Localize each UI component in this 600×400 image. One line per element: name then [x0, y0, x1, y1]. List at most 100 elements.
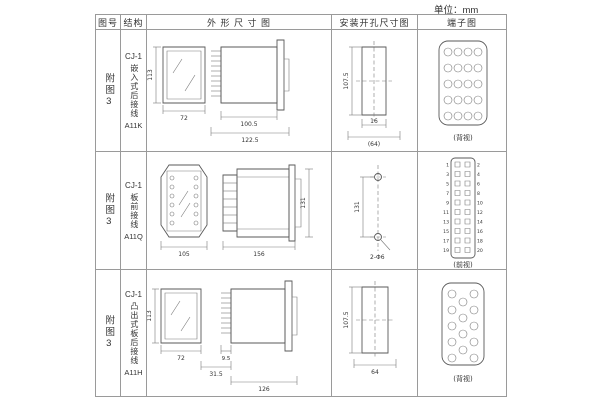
header-outline: 外 形 尺 寸 图	[146, 14, 332, 30]
structure-cell: CJ-1 嵌入式后接线 A11K	[120, 29, 147, 152]
side-view	[223, 165, 301, 241]
terminal-view-label: (前视)	[453, 260, 473, 269]
header-structure: 结构	[120, 14, 147, 30]
dim-64-ref: (64)	[368, 141, 380, 148]
svg-text:8: 8	[477, 191, 480, 197]
svg-text:9: 9	[446, 200, 449, 206]
dim-107-5: 107.5	[343, 311, 350, 328]
model-code: A11H	[124, 367, 143, 377]
table-header-row: 图号 结构 外 形 尺 寸 图 安装开孔尺寸图 端子图	[95, 14, 507, 30]
terminal-drawing-a11h: (背视)	[418, 271, 505, 383]
svg-text:3: 3	[446, 172, 449, 178]
svg-text:16: 16	[477, 229, 483, 235]
dim-113: 113	[147, 310, 153, 322]
header-fig: 图号	[95, 14, 121, 30]
dimension-front-width: 72	[163, 105, 205, 122]
model-label: CJ-1	[125, 51, 142, 61]
dimension-side-width: 100.5	[221, 111, 277, 128]
front-view	[161, 289, 201, 343]
figure-number: 附图3	[103, 72, 115, 109]
outline-drawing-a11q-cell: 105	[146, 151, 332, 270]
dimension-front-width: 105	[161, 241, 207, 258]
mounting-drawing-a11k: 107.5 16 (64)	[343, 31, 416, 148]
figure-number-cell: 附图3	[95, 151, 121, 270]
dimension-mount-width: 64	[354, 359, 396, 376]
mounting-drawing-a11h-cell: 107.5 64	[331, 269, 418, 397]
outline-drawing-a11q: 105	[147, 153, 331, 258]
svg-text:18: 18	[477, 238, 483, 244]
dimension-depth: 31.5	[201, 361, 231, 378]
header-mounting: 安装开孔尺寸图	[331, 14, 418, 30]
figure-number-cell: 附图3	[95, 29, 121, 152]
svg-text:1: 1	[446, 162, 449, 168]
dimension-mount-height: 107.5	[343, 47, 362, 115]
dimension-side-height: 131	[300, 169, 313, 237]
dim-126: 126	[258, 386, 270, 393]
dimension-hole-spacing: 131	[354, 177, 374, 237]
dim-156: 156	[253, 251, 265, 258]
dimension-slot-width: 16	[362, 118, 386, 128]
side-view	[211, 40, 289, 110]
structure-cell: CJ-1 凸出式板后接线 A11H	[120, 269, 147, 397]
svg-text:11: 11	[443, 210, 449, 216]
dimension-front-height: 113	[147, 289, 159, 343]
dimension-overall-width: 122.5	[211, 127, 289, 144]
dim-9-5: 9.5	[222, 356, 231, 362]
dim-64: 64	[371, 369, 379, 376]
mounting-drawing-a11q-cell: 131 2-Φ6	[331, 151, 418, 270]
figure-number: 附图3	[103, 315, 115, 351]
outline-drawing-a11h: 113 72	[147, 271, 331, 393]
terminal-drawing-a11h-cell: (背视)	[417, 269, 507, 397]
structure-desc: 凸出式板后接线	[129, 301, 139, 365]
outline-drawing-a11k-cell: 113 72	[146, 29, 332, 152]
hole-callout: 2-Φ6	[370, 254, 385, 261]
svg-text:14: 14	[477, 219, 483, 225]
svg-text:20: 20	[477, 248, 483, 254]
svg-text:2: 2	[477, 162, 480, 168]
table-row-a11k: 附图3 CJ-1 嵌入式后接线 A11K	[95, 29, 507, 152]
model-label: CJ-1	[125, 180, 142, 190]
svg-text:10: 10	[477, 200, 483, 206]
model-code: A11Q	[124, 231, 143, 241]
dim-131-side: 131	[300, 197, 307, 209]
mounting-drawing-a11h: 107.5 64	[343, 271, 416, 376]
svg-text:6: 6	[477, 181, 480, 187]
svg-text:13: 13	[443, 219, 449, 225]
dim-107-5: 107.5	[343, 72, 350, 89]
dim-113: 113	[147, 69, 154, 81]
model-label: CJ-1	[125, 289, 142, 299]
header-terminal: 端子图	[417, 14, 507, 30]
table-row-a11h: 附图3 CJ-1 凸出式板后接线 A11H	[95, 269, 507, 397]
terminal-view-label: (背视)	[453, 133, 473, 142]
svg-text:5: 5	[446, 181, 449, 187]
dim-100-5: 100.5	[240, 121, 257, 128]
outline-drawing-a11h-cell: 113 72	[146, 269, 332, 397]
terminal-circles	[444, 48, 482, 120]
terminal-drawing-a11k-cell: (背视)	[417, 29, 507, 152]
mounting-drawing-a11q: 131 2-Φ6	[354, 153, 416, 261]
dimension-ref-width: (64)	[348, 131, 400, 148]
front-view	[163, 47, 205, 103]
svg-text:4: 4	[477, 172, 480, 178]
table-row-a11q: 附图3 CJ-1 板前接线 A11Q	[95, 151, 507, 270]
dim-31-5: 31.5	[209, 371, 223, 378]
dimension-front-height: 113	[147, 47, 161, 103]
svg-text:12: 12	[477, 210, 483, 216]
dim-131: 131	[354, 201, 361, 213]
structure-desc: 嵌入式后接线	[129, 63, 139, 118]
terminal-squares	[455, 162, 470, 253]
outline-drawing-a11k: 113 72	[147, 31, 331, 144]
svg-text:7: 7	[446, 191, 449, 197]
structure-cell: CJ-1 板前接线 A11Q	[120, 151, 147, 270]
terminal-view-label: (背视)	[453, 374, 473, 383]
dim-16: 16	[370, 118, 378, 125]
dimension-front-width: 72	[161, 345, 201, 362]
figure-number: 附图3	[103, 192, 115, 229]
side-view	[221, 281, 297, 351]
terminal-circles	[448, 290, 478, 362]
figure-number-cell: 附图3	[95, 269, 121, 397]
mounting-drawing-a11k-cell: 107.5 16 (64)	[331, 29, 418, 152]
dim-122-5: 122.5	[241, 137, 258, 144]
